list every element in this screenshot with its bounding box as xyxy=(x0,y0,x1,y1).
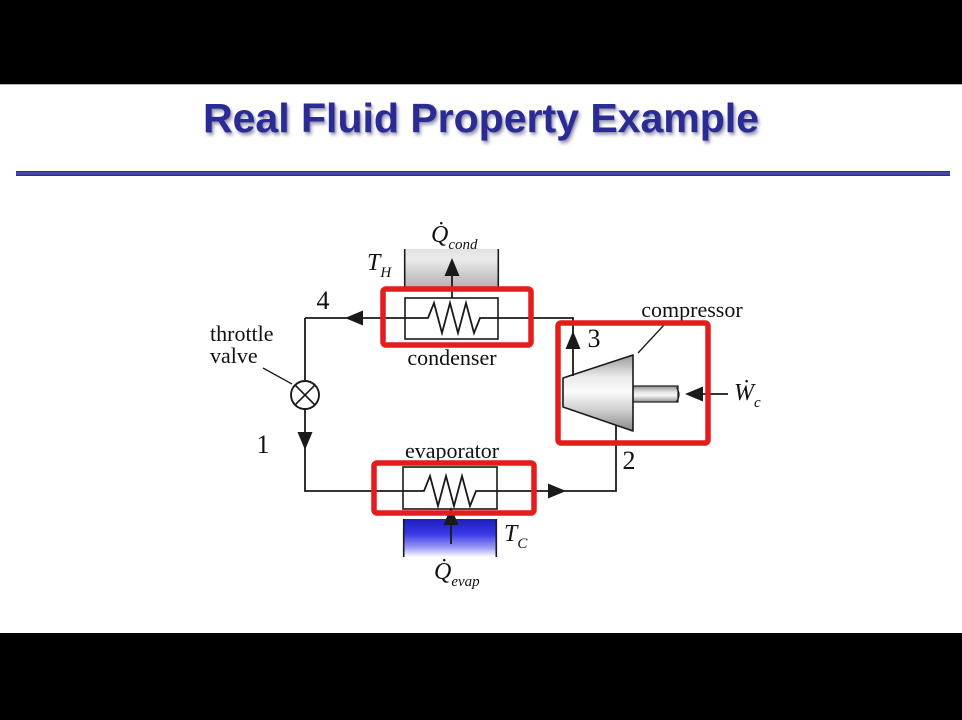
flow-arrow-state2-right-icon xyxy=(548,483,566,499)
evaporator-flow-line xyxy=(403,425,617,510)
qevap-arrow-up-icon xyxy=(443,507,459,525)
compressor-shaft-end xyxy=(675,387,680,402)
flow-arrow-to-throttle-icon xyxy=(345,310,363,326)
w-comp-label: Ẇc xyxy=(734,380,761,411)
q-evap-label: Q̇evap xyxy=(434,559,480,590)
t-cold-label: TC xyxy=(504,521,528,552)
state-point-2: 2 xyxy=(623,446,636,475)
flow-arrow-state1-down-icon xyxy=(297,432,313,450)
evaporator-highlight-box xyxy=(371,460,537,516)
compressor-cone xyxy=(562,354,634,432)
state-point-1: 1 xyxy=(257,430,270,459)
t-hot-label: TH xyxy=(367,250,392,281)
condenser-highlight-box xyxy=(380,286,534,348)
page-title: Real Fluid Property Example xyxy=(203,95,759,141)
wc-arrow-left-icon xyxy=(685,386,703,402)
compressor-body xyxy=(562,354,680,432)
compressor-shaft xyxy=(632,385,679,403)
title-underline xyxy=(16,171,950,176)
state-point-4: 4 xyxy=(317,286,330,315)
condenser-flow-line xyxy=(305,299,574,376)
cold-reservoir-block xyxy=(402,519,498,557)
slide-canvas: Real Fluid Property Example xyxy=(0,84,962,635)
throttle-valve-label-line2: valve xyxy=(210,343,258,368)
compressor-pointer-line xyxy=(637,324,665,354)
q-cond-label: Q̇cond xyxy=(431,222,478,253)
condenser-label: condenser xyxy=(407,345,497,370)
compressor-highlight-box xyxy=(555,320,711,446)
throttle-valve-icon xyxy=(290,380,320,410)
qcond-arrow-up-icon xyxy=(444,258,460,276)
state-point-3: 3 xyxy=(588,324,601,353)
throttle-valve-label-line1: throttle xyxy=(210,321,274,346)
compressor-label: compressor xyxy=(641,297,743,322)
flow-arrow-state3-up-icon xyxy=(565,331,581,349)
refrigeration-cycle-diagram: 4 1 2 3 condenser evaporator compressor … xyxy=(210,222,761,590)
letterbox-top xyxy=(0,0,962,84)
throttle-valve-pointer-line xyxy=(262,367,293,385)
evaporator-label: evaporator xyxy=(405,438,500,463)
letterbox-bottom xyxy=(0,633,962,720)
